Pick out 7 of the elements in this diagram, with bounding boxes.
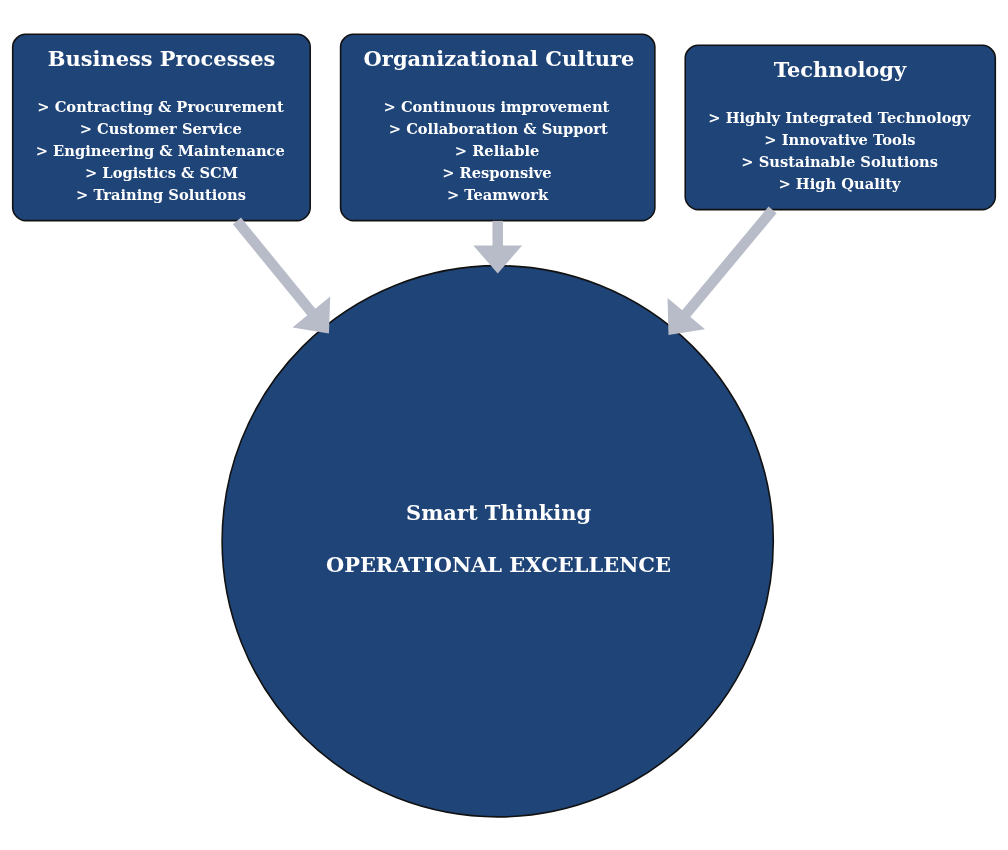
arrow bbox=[473, 220, 523, 273]
arrow bbox=[232, 217, 331, 334]
node-box: Business Processes > Contracting & Procurement > Customer Service > Engineering & Maintenance > Logistics & SCM > Training Solutions bbox=[11, 32, 311, 221]
arrow bbox=[667, 205, 777, 335]
node-box: Organizational Culture > Continuous improvement > Collaboration & Support > Reliable > Responsive > Teamwork bbox=[339, 32, 656, 221]
node-circle: Smart Thinking OPERATIONAL EXCELLENCE bbox=[221, 264, 775, 818]
node-box: Technology > Highly Integrated Technology > Innovative Tools > Sustainable Solutions > High Quality bbox=[684, 43, 997, 210]
